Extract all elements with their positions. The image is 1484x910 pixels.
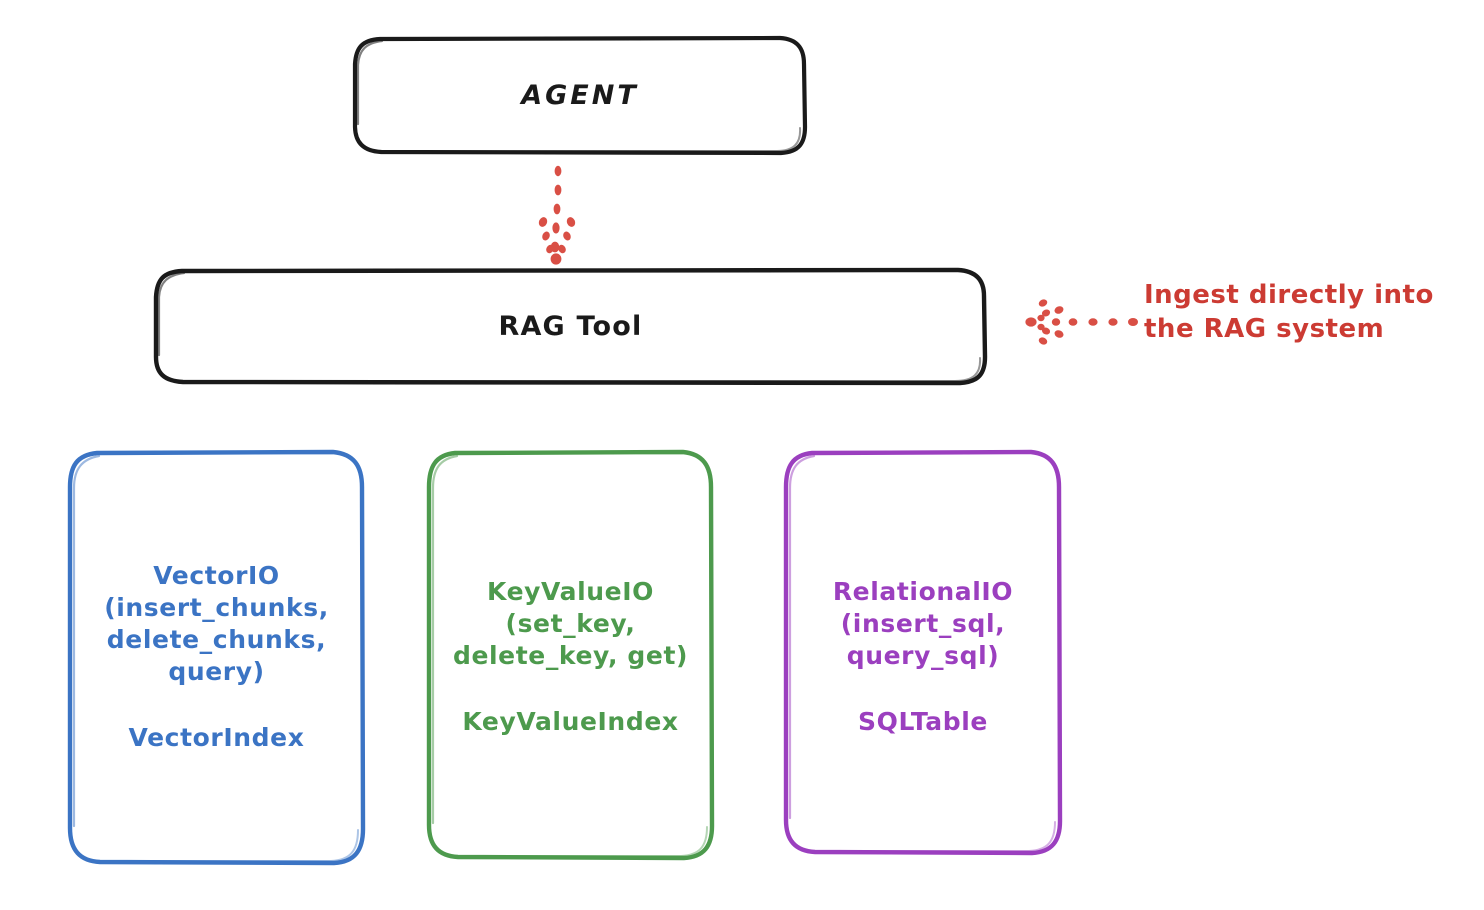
agent-node-shape[interactable] [352, 35, 808, 156]
vector-io-node-shape[interactable] [67, 449, 366, 866]
relational-io-node-shape[interactable] [783, 449, 1063, 856]
ingest-dotted-arrow [1025, 299, 1138, 345]
key-value-io-node-shape[interactable] [426, 449, 715, 861]
rag-tool-node-shape[interactable] [153, 267, 988, 386]
agent-to-rag-dotted-arrow [538, 165, 576, 265]
